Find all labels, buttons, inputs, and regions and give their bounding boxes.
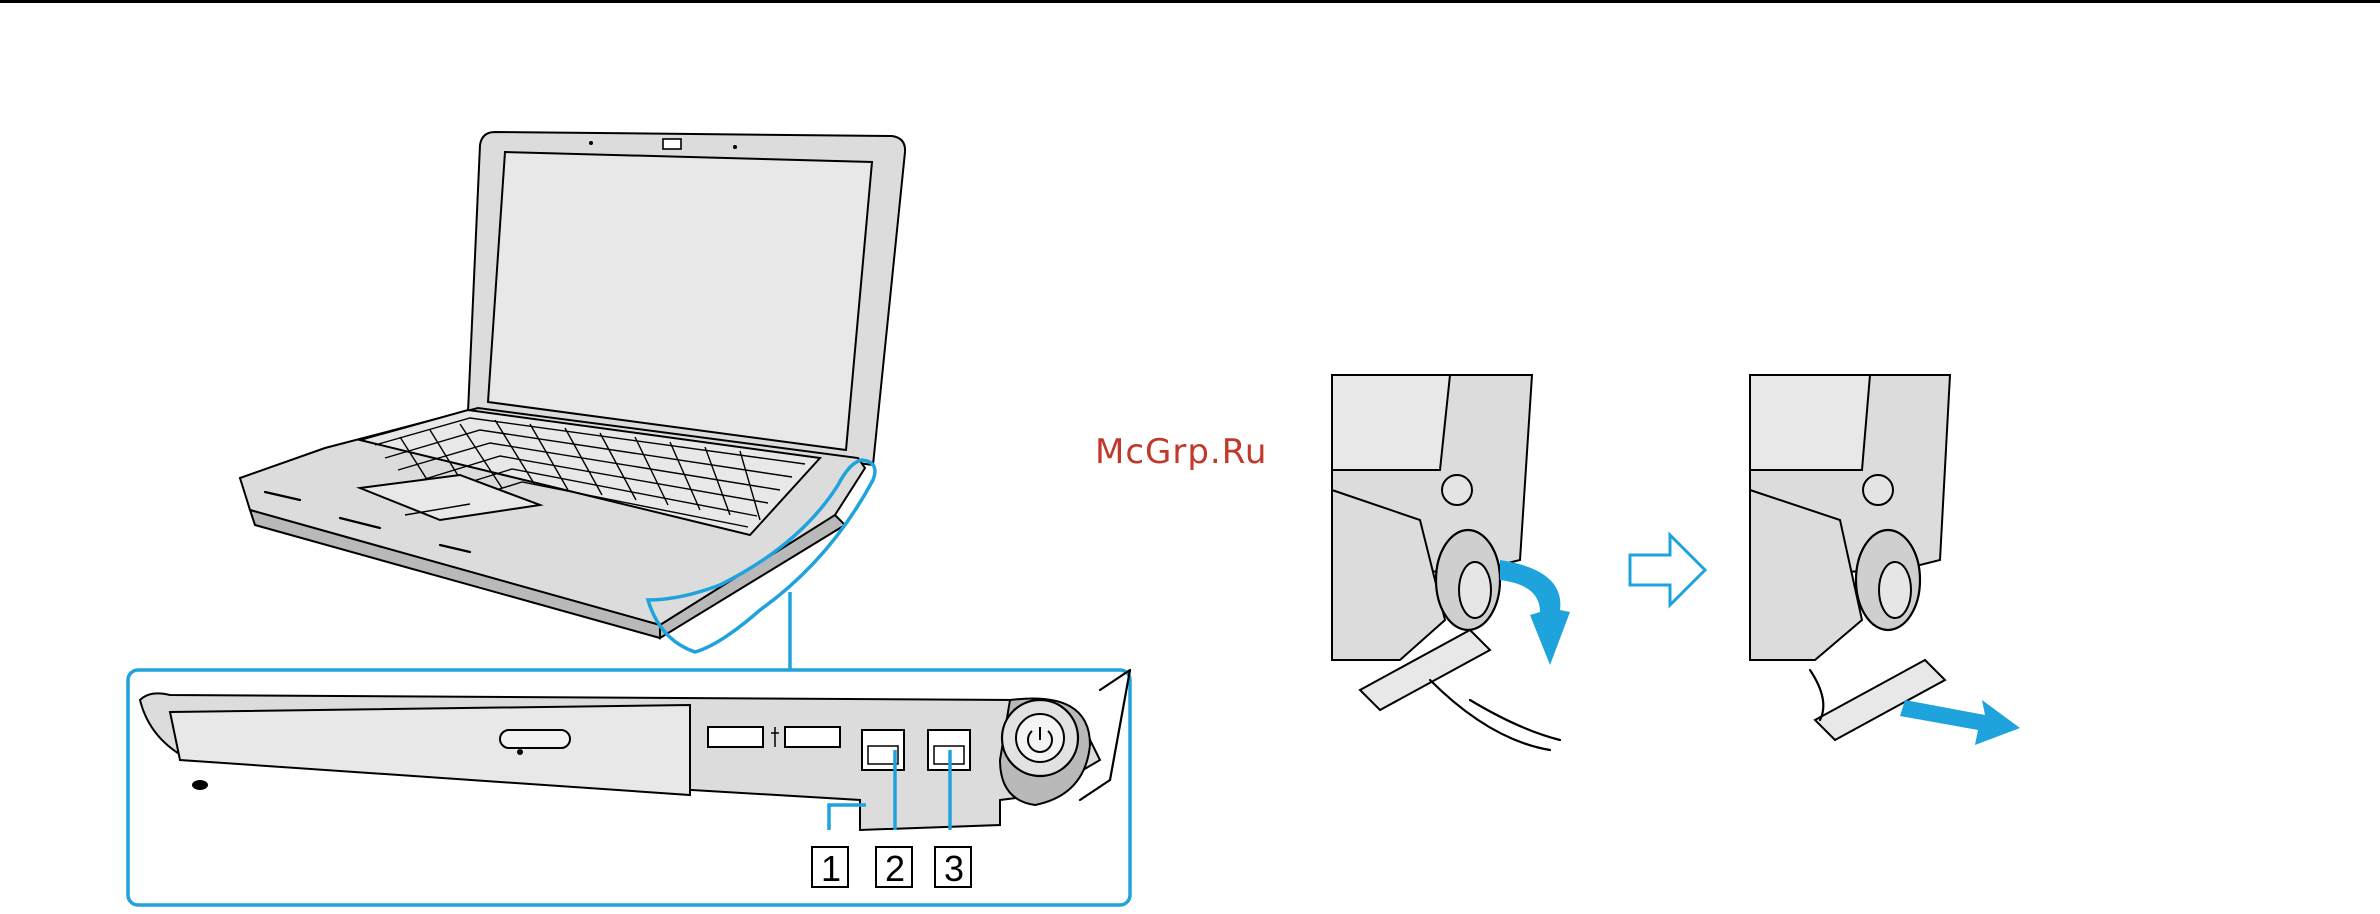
laptop-illustration	[240, 132, 905, 670]
rotate-arrow-icon	[1500, 560, 1570, 665]
detail-open-cover	[1332, 375, 1570, 750]
pull-arrow-icon	[1900, 700, 2020, 745]
watermark-text: McGrp.Ru	[1095, 432, 1267, 472]
svg-text:1: 1	[821, 848, 841, 889]
optical-drive	[170, 705, 690, 795]
callout-1: 1	[812, 847, 848, 889]
usb-port-2	[785, 727, 840, 747]
arrow-right-icon	[1630, 535, 1705, 605]
svg-text:2: 2	[885, 848, 905, 889]
callout-2: 2	[876, 847, 912, 889]
svg-text:3: 3	[944, 848, 964, 889]
eject-button[interactable]	[500, 730, 570, 748]
side-view-panel: 1 2 3	[128, 670, 1130, 905]
usb-port-1	[708, 727, 763, 747]
detail-remove-cover	[1750, 375, 2020, 745]
callout-3: 3	[935, 847, 971, 889]
